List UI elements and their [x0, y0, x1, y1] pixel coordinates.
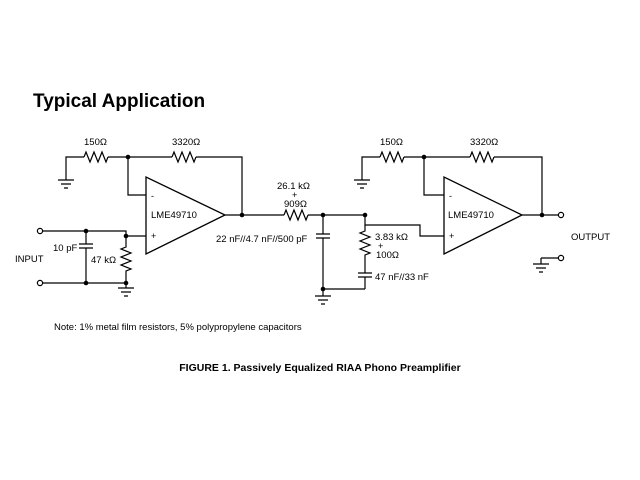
stage2-resistor-3320 — [469, 150, 495, 164]
stage1-opamp-label: LME49710 — [151, 210, 197, 221]
stage2-plus-sign: + — [449, 231, 454, 241]
network-shunt-resistor — [358, 225, 372, 263]
stage1-resistor-3320 — [171, 150, 197, 164]
stage1-plus-sign: + — [151, 231, 156, 241]
input-terminal-top — [36, 227, 44, 235]
riaa-network — [283, 208, 444, 305]
network-label-26k: 26.1 kΩ — [277, 181, 310, 192]
output-terminal-top — [557, 211, 565, 219]
network-label-47nf: 47 nF//33 nF — [375, 272, 429, 283]
stage2-resistor-150 — [379, 150, 405, 164]
stage1-minus-sign: - — [151, 191, 154, 201]
stage1: - + LME49710 — [36, 150, 284, 297]
stage2-label-3320: 3320Ω — [470, 137, 498, 148]
ground-icon — [315, 295, 331, 305]
stage1-cap-10pf — [79, 231, 93, 283]
network-shunt-cap — [316, 215, 330, 289]
network-label-909: 909Ω — [284, 199, 307, 210]
network-label-22nf: 22 nF//4.7 nF//500 pF — [216, 234, 308, 245]
note: Note: 1% metal film resistors, 5% polypr… — [54, 322, 302, 333]
stage2: - + LME49710 — [354, 150, 565, 273]
stage1-label-150: 150Ω — [84, 137, 107, 148]
input-terminal-bottom — [36, 279, 44, 287]
network-label-3k83: 3.83 kΩ — [375, 232, 408, 243]
ground-icon — [354, 179, 370, 189]
stage2-opamp-label: LME49710 — [448, 210, 494, 221]
stage2-minus-sign: - — [449, 191, 452, 201]
stage1-resistor-47k — [119, 236, 133, 283]
figure-caption: FIGURE 1. Passively Equalized RIAA Phono… — [179, 362, 460, 374]
ground-icon — [533, 263, 549, 273]
network-shunt-cap2 — [358, 263, 372, 289]
stage1-resistor-150 — [83, 150, 109, 164]
stage1-label-3320: 3320Ω — [172, 137, 200, 148]
input-label: INPUT — [15, 254, 44, 265]
network-series-resistor — [283, 208, 309, 222]
section-title: Typical Application — [33, 91, 205, 112]
network-label-plus-2: + — [378, 241, 383, 251]
network-label-plus-1: + — [292, 190, 297, 200]
stage1-label-10pf: 10 pF — [53, 243, 77, 254]
network-label-100: 100Ω — [376, 250, 399, 261]
stage2-opamp — [443, 175, 524, 256]
stage1-opamp — [145, 175, 227, 256]
ground-icon — [118, 287, 134, 297]
stage1-label-47k: 47 kΩ — [91, 255, 116, 266]
stage2-label-150: 150Ω — [380, 137, 403, 148]
output-label: OUTPUT — [571, 232, 610, 243]
ground-icon — [58, 179, 74, 189]
output-terminal-bottom — [557, 254, 565, 262]
